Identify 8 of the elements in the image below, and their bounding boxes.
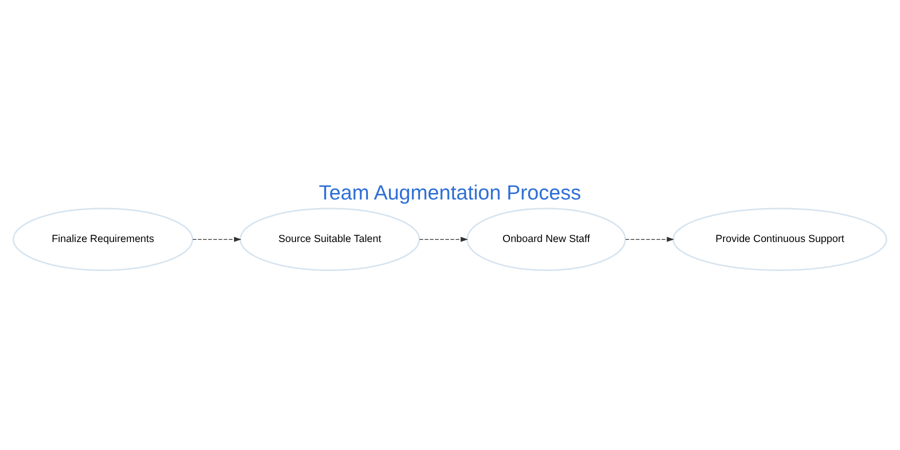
node-ellipse: Finalize Requirements [12, 208, 194, 271]
arrow [419, 236, 468, 242]
node-ellipse: Provide Continuous Support [672, 208, 888, 271]
node-ellipse: Onboard New Staff [466, 208, 626, 271]
diagram-title: Team Augmentation Process [318, 181, 582, 204]
arrow [192, 236, 242, 242]
arrow [625, 236, 674, 242]
node-ellipse: Source Suitable Talent [239, 208, 420, 271]
